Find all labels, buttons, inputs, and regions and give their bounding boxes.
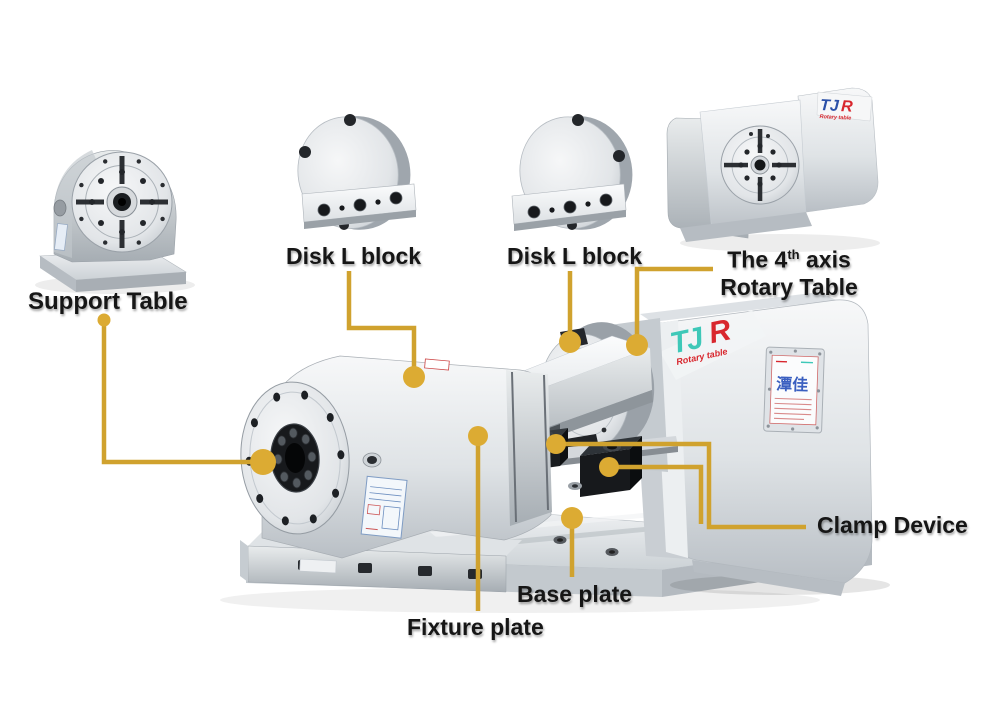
logo-r-text: R [841,98,854,116]
connector-lines [101,266,806,611]
logo-subtext: Rotary table [819,114,851,122]
logo-tj-text: TJ [820,97,841,115]
label-disk-l-block-left: Disk L block [286,243,422,269]
connector-clamp-device-rear [558,441,806,530]
label-fourth-axis: The 4th axis Rotary Table [697,241,881,301]
fourth-axis-faceplate [720,125,800,205]
label-support-table: Support Table [28,288,188,315]
fourth-axis-pre: The 4 [727,246,788,273]
tjr-logo-small: TJ R Rotary table [819,97,853,122]
connector-disk-l-block-left [346,271,417,372]
label-disk-l-block-right: Disk L block [507,243,643,269]
connector-dots [97,313,648,529]
fourth-axis-post: axis [799,246,851,273]
assembly-support-table-faceplate [240,381,350,535]
connector-support-table [101,320,254,465]
disk-l-block-left-product-image [297,114,417,230]
main-assembly-image: TJ R Rotary table 潭佳 [220,292,890,613]
support-table-product-image [35,150,195,294]
label-clamp-device: Clamp Device [817,512,968,538]
label-fourth-axis-line2: Rotary Table [720,273,858,300]
support-table-faceplate [71,151,173,253]
nameplate: 潭佳 [763,346,825,434]
nameplate-text: 潭佳 [776,374,809,394]
assembly-support-table [240,355,552,593]
fourth-axis-sup: th [787,247,800,262]
connector-fourth-axis [634,266,713,340]
disk-l-block-right-product-image [511,114,633,231]
assembly-support-table-sticker [360,475,408,539]
connector-clamp-device-front [611,464,704,524]
label-fourth-axis-line1: The 4th axis [697,241,881,274]
label-fixture-plate: Fixture plate [407,614,544,640]
label-base-plate: Base plate [517,581,633,607]
fourth-axis-product-image: TJ R Rotary table [666,87,880,252]
